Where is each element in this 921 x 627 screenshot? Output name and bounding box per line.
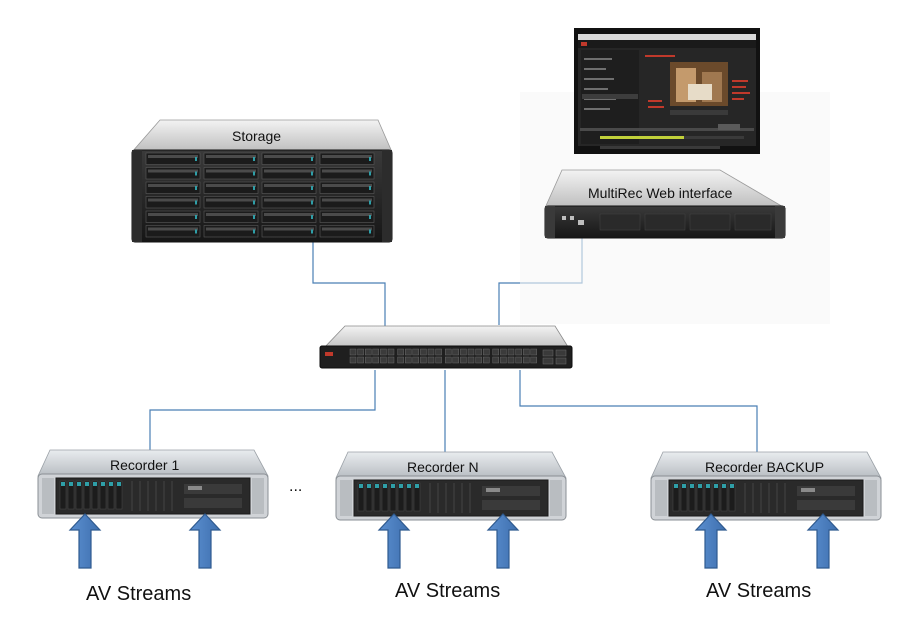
web-interface-label: MultiRec Web interface: [588, 185, 733, 201]
link-storage-switch: [312, 238, 386, 328]
av-streams-label-3: AV Streams: [706, 580, 812, 602]
storage-device: [131, 119, 393, 243]
recorder-backup-label: Recorder BACKUP: [705, 459, 825, 475]
av-stream-arrow: [486, 513, 520, 569]
av-stream-arrow: [377, 513, 411, 569]
av-streams-label-1: AV Streams: [86, 583, 192, 605]
recorder-1: [37, 449, 269, 519]
av-stream-arrow: [188, 513, 222, 569]
recorder-1-label: Recorder 1: [110, 457, 180, 473]
recorders-group: [37, 449, 882, 521]
recorder-3: [650, 451, 882, 521]
link-switch-recorder-backup: [519, 370, 758, 458]
av-stream-arrows: [68, 513, 840, 569]
storage-label: Storage: [232, 128, 282, 144]
network-switch: [319, 325, 573, 369]
storage-drive-bays: [145, 152, 375, 238]
link-switch-recorder-1: [149, 370, 376, 458]
av-stream-arrow: [694, 513, 728, 569]
av-stream-arrow: [806, 513, 840, 569]
switch-ports: [349, 348, 537, 364]
monitor-screen: [574, 28, 760, 154]
recorder-n-label: Recorder N: [407, 459, 479, 475]
more-recorders-ellipsis: ...: [289, 478, 303, 495]
web-server-device: [520, 28, 830, 324]
av-stream-arrow: [68, 513, 102, 569]
av-streams-label-2: AV Streams: [395, 580, 501, 602]
recorder-2: [335, 451, 567, 521]
